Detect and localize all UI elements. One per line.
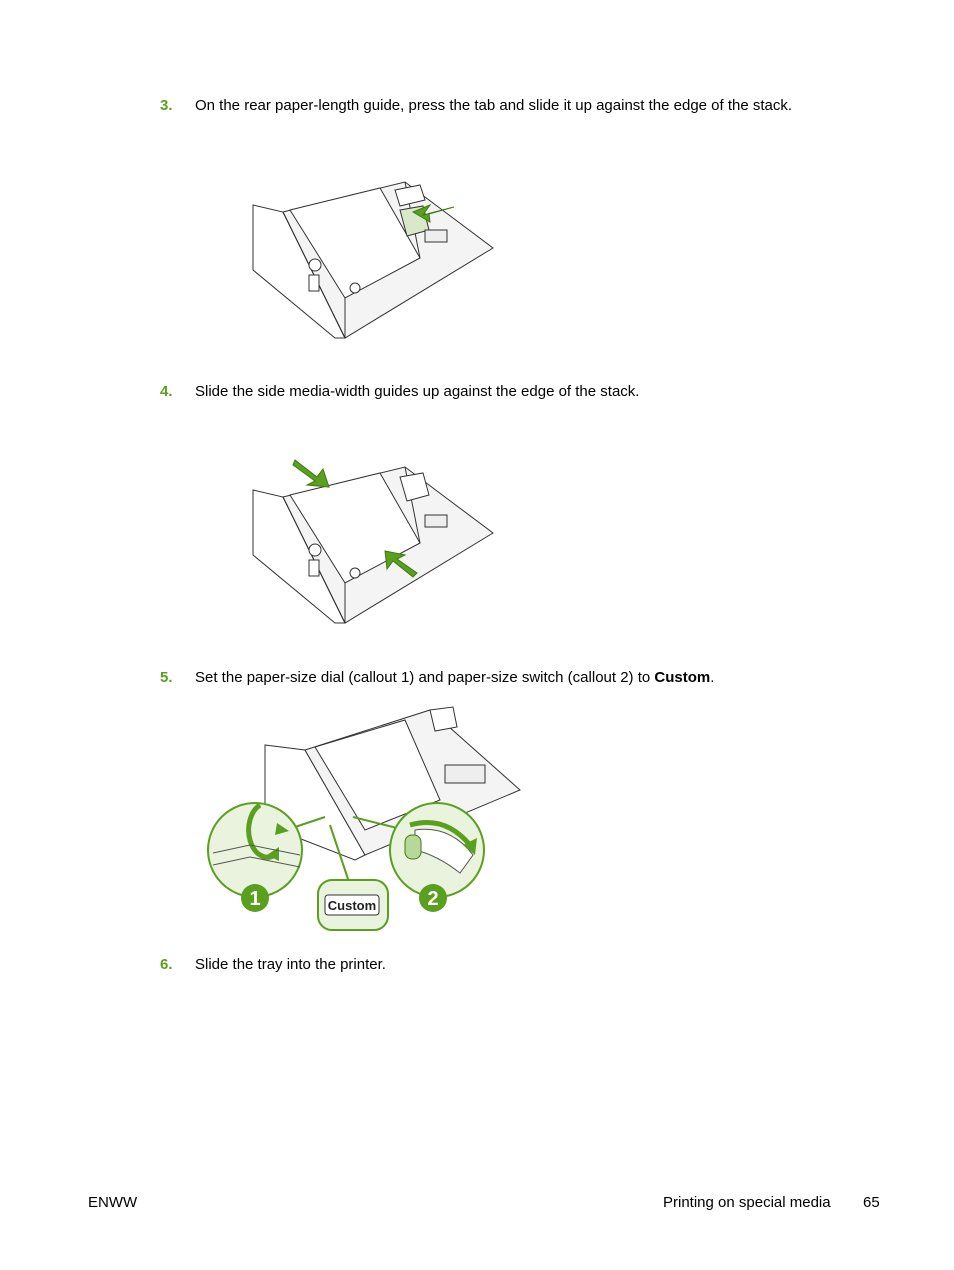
step-text: Slide the tray into the printer.: [195, 956, 386, 973]
custom-dial-label: Custom: [328, 898, 376, 913]
switch-arrow-icon: [409, 820, 472, 847]
tray-figure-callouts: 1 2 Custom: [207, 706, 521, 931]
arrow-icon: [411, 203, 455, 223]
step-number: 5.: [160, 669, 173, 686]
callout-number-2: 2: [427, 888, 438, 910]
step-number: 3.: [160, 97, 173, 114]
arrow-icon: [292, 459, 330, 488]
tray-figure-rear-guide: [252, 181, 494, 339]
footer-left: ENWW: [88, 1194, 138, 1211]
step-number: 4.: [160, 383, 173, 400]
step-text: Set the paper-size dial (callout 1) and …: [195, 669, 715, 686]
step-number: 6.: [160, 956, 173, 973]
custom-setting: Custom: [654, 669, 711, 686]
dial-rotate-icon: [246, 802, 277, 860]
footer-section-title: Printing on special media: [663, 1194, 831, 1211]
step-text: Slide the side media-width guides up aga…: [195, 383, 640, 400]
page-number: 65: [863, 1194, 880, 1211]
arrow-icon: [384, 550, 418, 578]
step-text: On the rear paper-length guide, press th…: [195, 97, 793, 114]
tray-figure-side-guides: [252, 459, 494, 624]
callout-number-1: 1: [249, 888, 260, 910]
